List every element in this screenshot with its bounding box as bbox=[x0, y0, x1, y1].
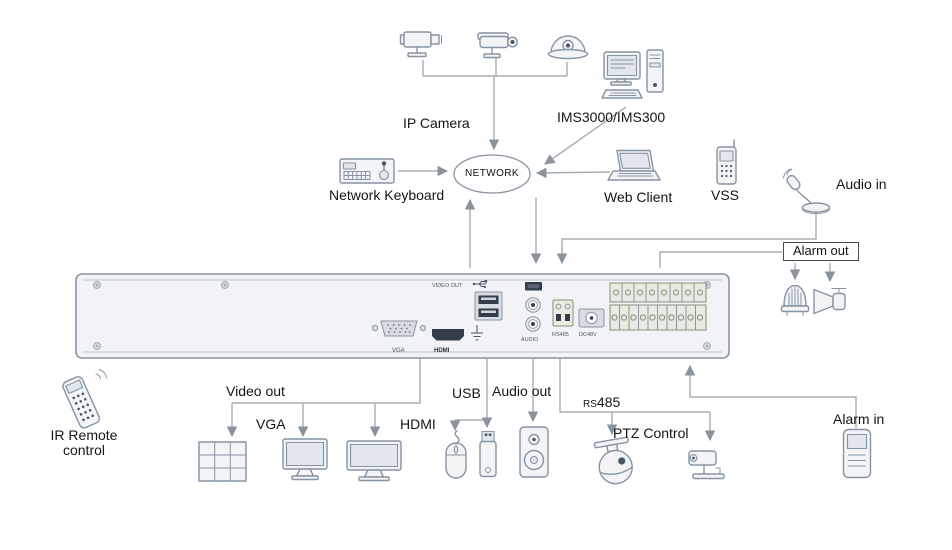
vss-label: VSS bbox=[711, 187, 740, 203]
rs485-bus-line bbox=[559, 358, 710, 413]
network-keyboard-icon bbox=[339, 158, 395, 184]
ip-camera-label: IP Camera bbox=[403, 115, 470, 131]
nvr-audio-label: AUDIO bbox=[521, 337, 539, 343]
hdmi-label: HDMI bbox=[400, 416, 436, 432]
rs485-terminal bbox=[552, 299, 574, 327]
vga-port bbox=[371, 320, 427, 337]
alarm-beacon-icon bbox=[780, 284, 810, 316]
usb-mouse-icon bbox=[445, 430, 467, 479]
ims-label: IMS3000/IMS300 bbox=[557, 109, 666, 125]
nvr-rear-panel: VGA HDMI VIDEO OUT bbox=[75, 273, 730, 359]
alarm-terminal-blocks bbox=[609, 282, 707, 331]
ptz-control-label: PTZ Control bbox=[613, 425, 689, 441]
ground-symbol bbox=[471, 325, 483, 341]
ims-computer-icon bbox=[601, 49, 664, 99]
ir-remote-label: IR Remote control bbox=[50, 427, 118, 459]
nvr-vga-label: VGA bbox=[392, 348, 405, 354]
webclient-to-network-line bbox=[535, 167, 611, 179]
alarm-in-device-icon bbox=[842, 428, 872, 479]
dc-power-jack bbox=[578, 308, 605, 328]
vga-label: VGA bbox=[256, 416, 286, 432]
usb-mouse-line bbox=[449, 358, 488, 432]
usb-symbol bbox=[472, 280, 488, 289]
audio-speaker-icon bbox=[519, 426, 549, 478]
usb-label: USB bbox=[452, 385, 481, 401]
video-out-label: Video out bbox=[226, 383, 285, 399]
camera-bus-line bbox=[422, 58, 568, 77]
network-cloud bbox=[453, 154, 531, 194]
horn-speaker-icon bbox=[813, 288, 847, 315]
rs485-label: RS485 bbox=[583, 394, 621, 410]
alarm-out-line bbox=[659, 251, 782, 268]
cvbs-port bbox=[525, 282, 542, 291]
ptz-dome-camera-icon bbox=[593, 436, 633, 485]
nvr-hdmi-label: HDMI bbox=[434, 348, 450, 354]
video-out-bus-line bbox=[232, 358, 421, 404]
web-client-label: Web Client bbox=[604, 189, 673, 205]
vss-phone-icon bbox=[716, 139, 737, 185]
audio-in-label: Audio in bbox=[836, 176, 887, 192]
web-client-laptop-icon bbox=[607, 149, 661, 181]
audio-in-line bbox=[556, 212, 817, 265]
alarm-in-label: Alarm in bbox=[833, 411, 885, 427]
ir-remote-icon bbox=[62, 369, 107, 429]
microphone-icon bbox=[783, 168, 831, 214]
audio-rca-jacks bbox=[525, 297, 541, 332]
network-label: NETWORK bbox=[465, 168, 519, 179]
ptz-camera-icon bbox=[688, 450, 725, 480]
nvr-rs485-label: RS485 bbox=[552, 332, 569, 338]
vga-monitor-icon bbox=[282, 438, 328, 481]
alarm-in-line bbox=[684, 364, 857, 428]
dome-camera-icon bbox=[547, 35, 589, 60]
hdmi-monitor-icon bbox=[346, 440, 402, 482]
rs485-prefix: RS bbox=[583, 399, 597, 410]
rs485-number: 485 bbox=[596, 394, 621, 410]
network-keyboard-label: Network Keyboard bbox=[329, 187, 445, 203]
hdmi-port bbox=[432, 329, 464, 341]
audio-out-label: Audio out bbox=[492, 383, 552, 399]
usb-ports bbox=[474, 291, 503, 321]
video-wall-icon bbox=[198, 441, 247, 482]
alarm-out-label: Alarm out bbox=[783, 242, 859, 262]
usb-flash-drive-icon bbox=[479, 430, 497, 478]
box-camera-icon bbox=[399, 31, 442, 58]
bullet-camera-icon bbox=[477, 32, 519, 59]
ims-to-network-line bbox=[544, 106, 627, 165]
nvr-dc48v-label: DC48V bbox=[579, 332, 597, 338]
nvr-video-out-label: VIDEO OUT bbox=[432, 283, 463, 289]
